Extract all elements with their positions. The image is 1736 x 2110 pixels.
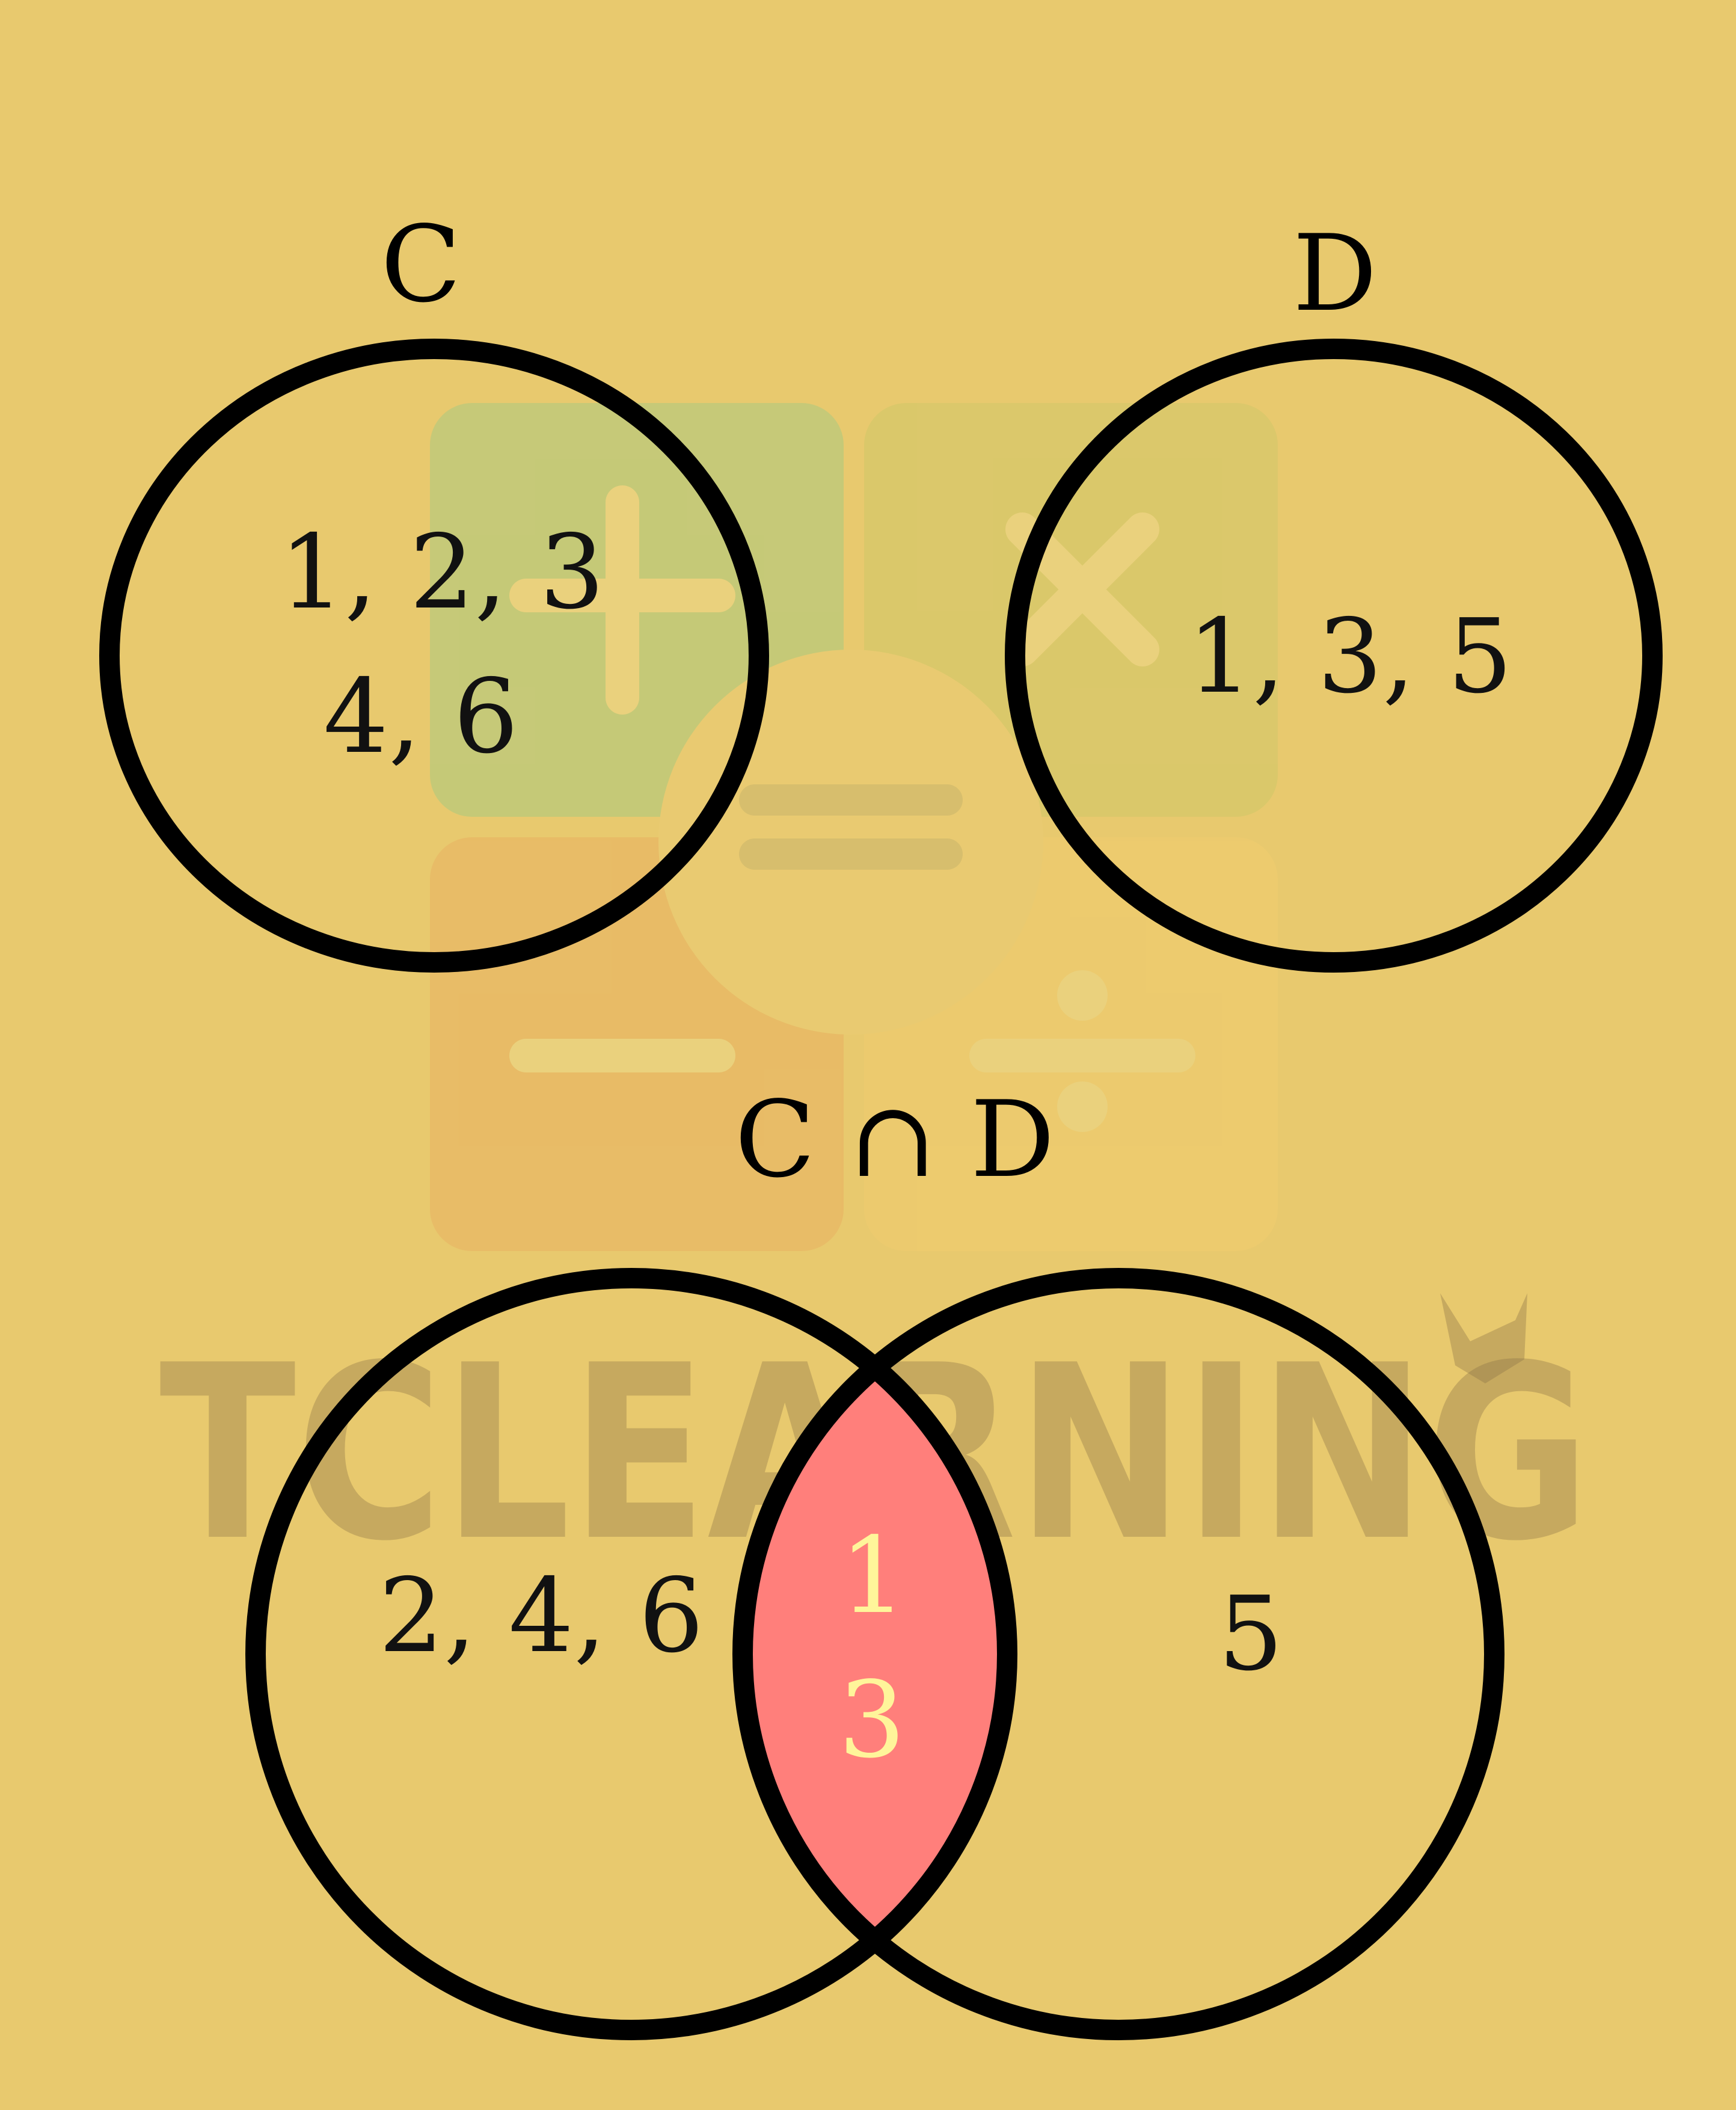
set-d-label: D (1293, 213, 1377, 335)
set-c-ellipse (99, 339, 769, 973)
set-c-elements-line1: 1, 2, 3 (280, 513, 605, 632)
set-c-elements-line2: 4, 6 (324, 657, 518, 777)
intersection-lens-highlight (743, 1278, 1007, 2030)
intersection-title: C ∩ D (735, 1079, 1055, 1201)
set-c-label: C (381, 204, 461, 326)
only-d-elements: 5 (1218, 1575, 1283, 1694)
set-d-elements: 1, 3, 5 (1188, 597, 1513, 716)
watermark-mascot-icon (1440, 1293, 1527, 1383)
shared-element-3: 3 (838, 1659, 905, 1782)
set-d-ellipse (1005, 339, 1663, 973)
only-c-elements: 2, 4, 6 (379, 1557, 704, 1676)
intersection-circle-c (245, 1268, 1017, 2040)
intersection-circle-d (732, 1268, 1504, 2040)
plus-icon (509, 485, 735, 715)
equals-icon (739, 784, 963, 870)
shared-element-1: 1 (839, 1515, 906, 1637)
divide-icon (969, 970, 1195, 1132)
